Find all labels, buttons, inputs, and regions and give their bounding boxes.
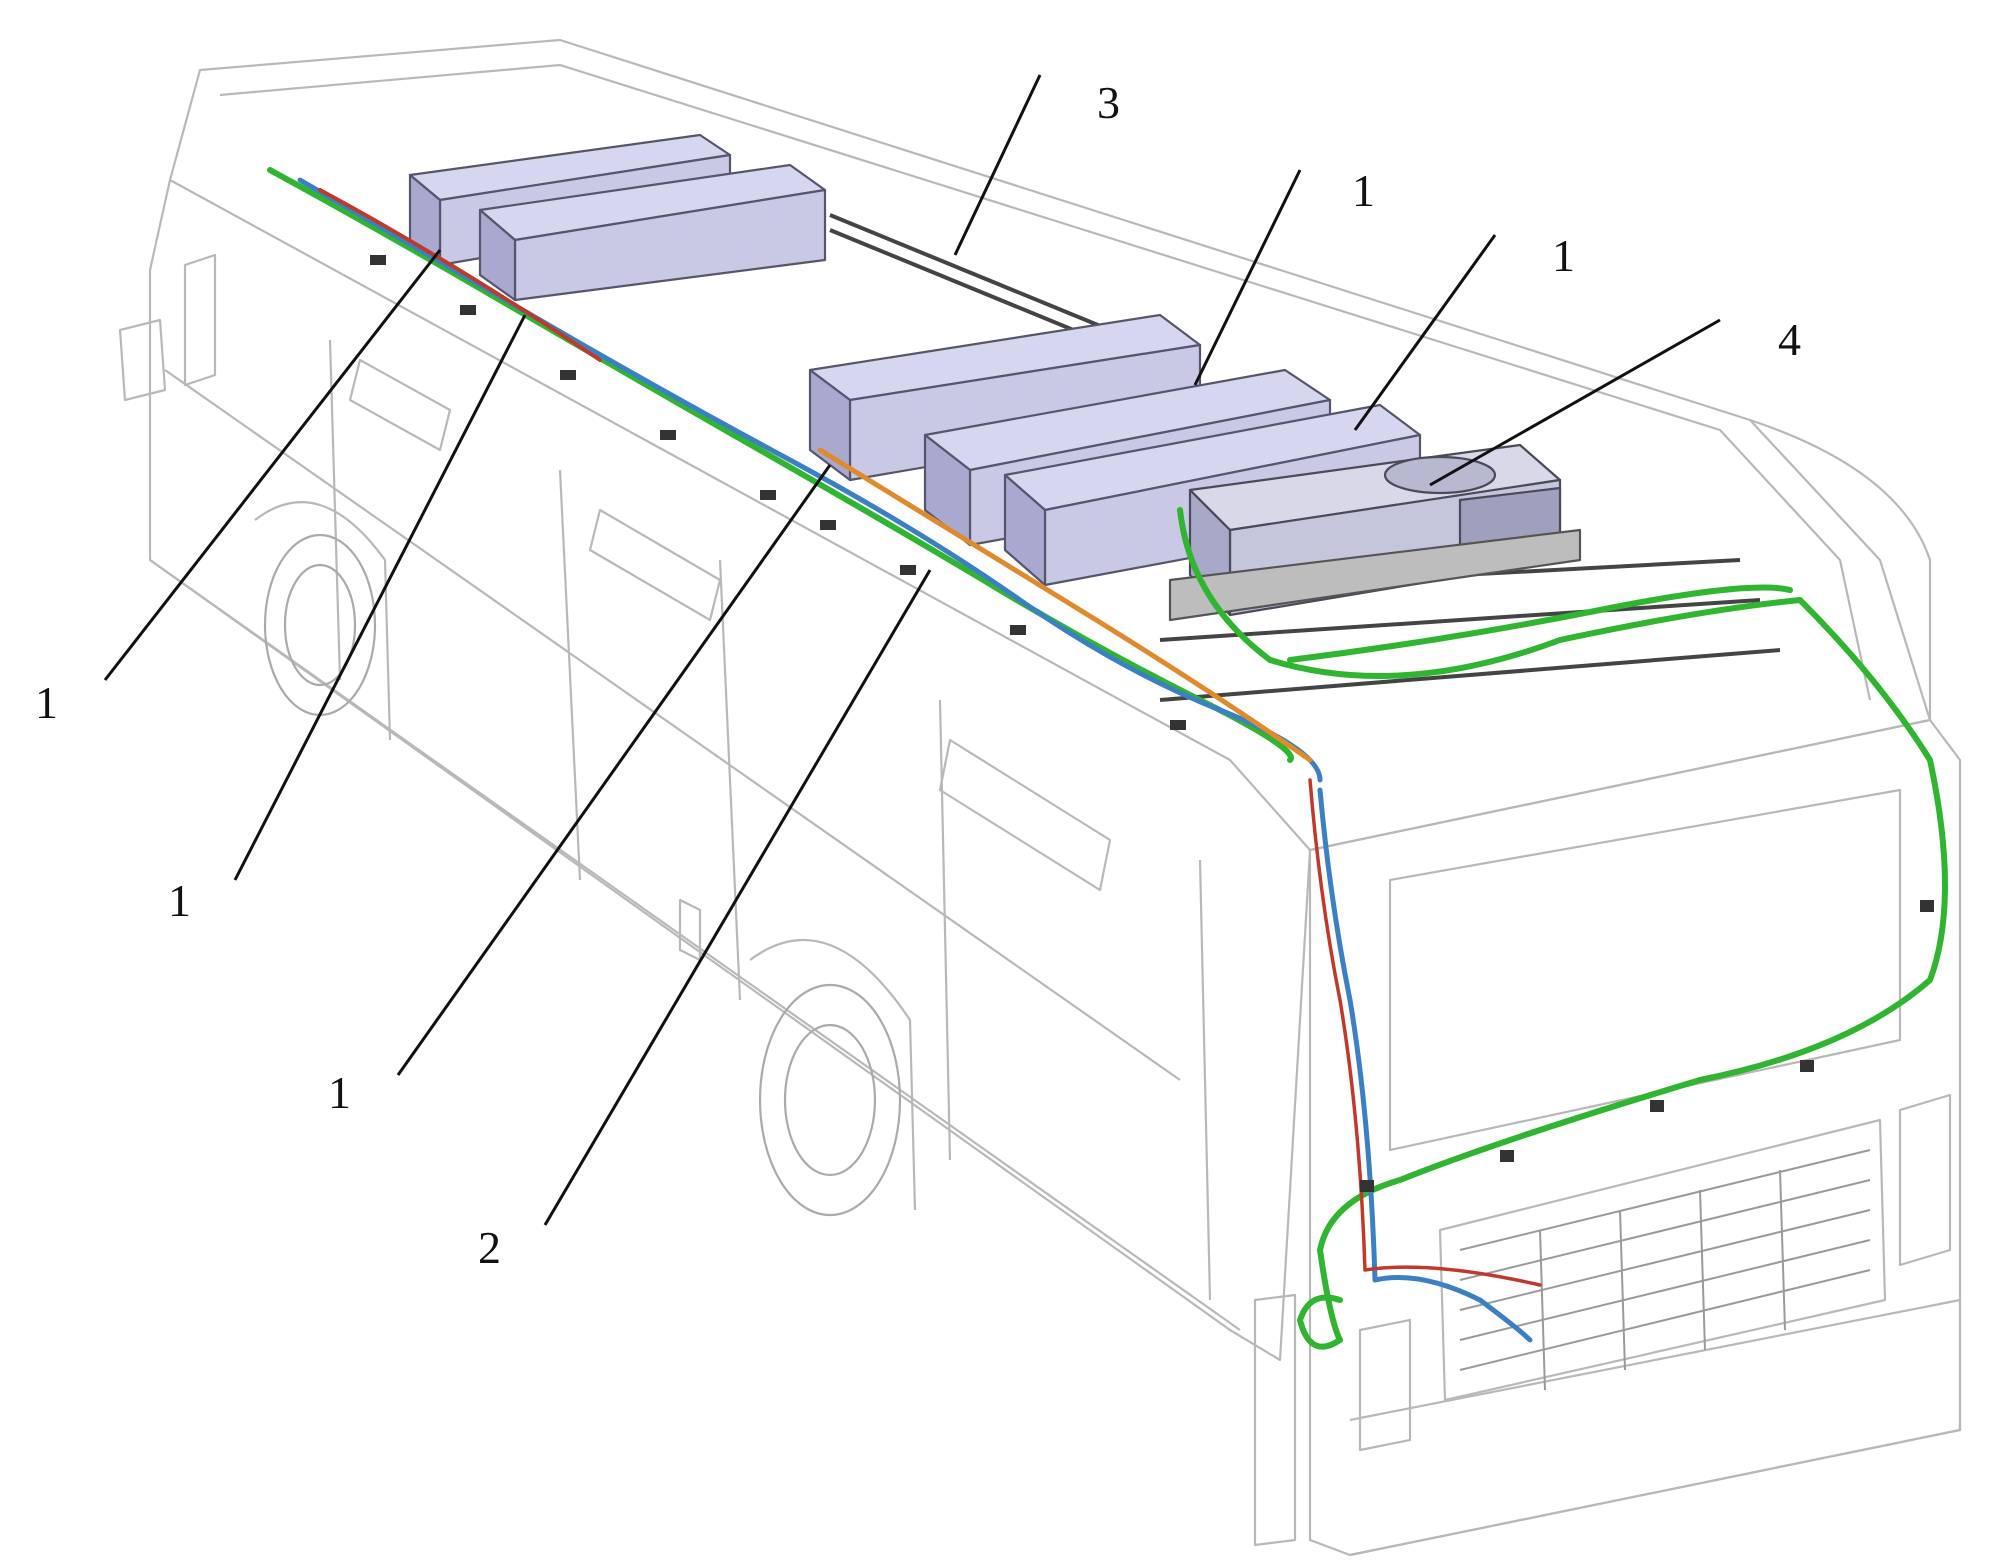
callout-label-3: 3 xyxy=(1097,77,1120,128)
callout-label-1-left-a: 1 xyxy=(35,677,58,728)
window-4 xyxy=(938,738,1112,892)
rear-vent xyxy=(1253,1293,1297,1547)
window-2 xyxy=(348,358,452,452)
rear-window xyxy=(1388,788,1902,1152)
bus-body-outline xyxy=(118,38,1962,1557)
door-5 xyxy=(328,339,342,681)
battery-pack-front-right xyxy=(478,163,827,302)
rear-wheel-inner xyxy=(783,1023,877,1177)
callout-label-4: 4 xyxy=(1778,314,1801,365)
leader-1-top xyxy=(1193,169,1302,386)
callout-label-1-left-b: 1 xyxy=(168,875,191,926)
leader-3 xyxy=(953,74,1042,256)
rear-lamp-right xyxy=(1898,1093,1952,1267)
door-3 xyxy=(718,559,742,1001)
mirror xyxy=(118,318,167,402)
callout-label-1-top: 1 xyxy=(1352,165,1375,216)
rear-lamp-left xyxy=(1358,1318,1412,1452)
leader-2 xyxy=(543,569,932,1226)
leader-4 xyxy=(1429,318,1721,487)
callout-label-2: 2 xyxy=(478,1222,501,1273)
wiring-harness xyxy=(267,167,1948,1350)
door-1 xyxy=(1198,859,1212,1301)
rear-grille-frame xyxy=(1438,1118,1887,1402)
harness-red-roof xyxy=(318,188,602,362)
harness-clips xyxy=(370,255,1934,1192)
harness-blue-rear xyxy=(1317,787,1533,1343)
door-2 xyxy=(938,699,952,1161)
battery-packs xyxy=(408,133,1422,587)
callout-label-1-bottom: 1 xyxy=(328,1067,351,1118)
roof-inner-line xyxy=(219,63,1872,701)
fan-icon xyxy=(1383,455,1497,495)
side-panel xyxy=(148,179,1312,1362)
front-wheel-inner xyxy=(283,563,357,687)
window-1 xyxy=(183,253,217,387)
callout-label-1-mid: 1 xyxy=(1552,230,1575,281)
roof-rear-cap xyxy=(1749,418,1932,720)
leader-1-mid xyxy=(1353,234,1497,431)
window-3 xyxy=(588,508,722,622)
harness-orange-roof xyxy=(817,447,1313,763)
front-wheel-arch xyxy=(254,501,392,741)
leader-1-left-a xyxy=(103,249,442,681)
rear-grille-slats xyxy=(1459,1149,1871,1391)
harness-green-loop xyxy=(1177,507,1948,1350)
rear-wheel-arch xyxy=(749,938,917,1211)
side-skirt-line xyxy=(149,559,1241,1331)
harness-green-roof-rear xyxy=(1287,584,1793,663)
front-wheel xyxy=(263,533,377,717)
rear-wheel xyxy=(758,983,902,1217)
door-4 xyxy=(558,469,582,881)
harness-red-rear xyxy=(1308,778,1542,1287)
leader-lines xyxy=(103,74,1721,1226)
leader-1-bottom xyxy=(396,464,832,1076)
rear-face xyxy=(1308,718,1962,1557)
leader-1-left-b xyxy=(233,314,527,881)
cooling-unit xyxy=(1168,443,1582,622)
rear-bumper xyxy=(1349,1298,1962,1557)
